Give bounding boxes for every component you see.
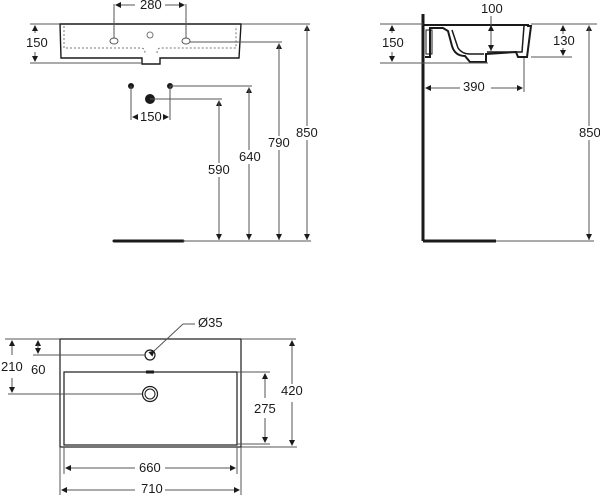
basin-plan-outline	[59, 338, 242, 448]
dim-tap-hole-spacing: 280	[139, 0, 163, 12]
side-view	[380, 13, 597, 243]
basin-side-profile	[423, 24, 533, 63]
dim-waste-height: 590	[207, 162, 231, 177]
dim-overall-depth: 420	[280, 383, 304, 398]
overflow-hole	[146, 31, 154, 39]
basin-inner-dashed	[63, 26, 237, 54]
dim-supply-spacing: 150	[139, 109, 163, 124]
front-view	[30, 2, 311, 243]
tap-hole-right	[181, 37, 191, 45]
dim-basin-height: 150	[25, 35, 49, 50]
basin-front-outline	[59, 23, 242, 65]
dim-overall-width: 710	[140, 481, 164, 496]
dim-supply-height: 640	[238, 149, 262, 164]
dim-overall-height-side: 150	[381, 35, 405, 50]
waste-inner	[144, 388, 156, 400]
dim-bowl-depth-plan: 275	[253, 401, 277, 416]
waste-outer	[141, 385, 159, 403]
plan-view	[5, 323, 297, 495]
dim-bowl-depth-side: 100	[480, 1, 504, 16]
dim-waste-from-back: 210	[0, 359, 24, 374]
dim-tap-hole-diameter: Ø35	[197, 315, 224, 330]
tap-hole-plan	[144, 349, 156, 361]
bowl-plan-outline	[63, 371, 238, 446]
dim-rim-height-front: 850	[295, 125, 319, 140]
dim-tap-height: 790	[267, 135, 291, 150]
tap-hole-left	[109, 37, 119, 45]
dim-bowl-width: 660	[138, 460, 162, 475]
dim-projection: 390	[462, 79, 486, 94]
dim-tap-from-back: 60	[30, 362, 47, 377]
dim-rim-height-side: 850	[578, 125, 600, 140]
dim-front-height: 130	[552, 33, 576, 48]
